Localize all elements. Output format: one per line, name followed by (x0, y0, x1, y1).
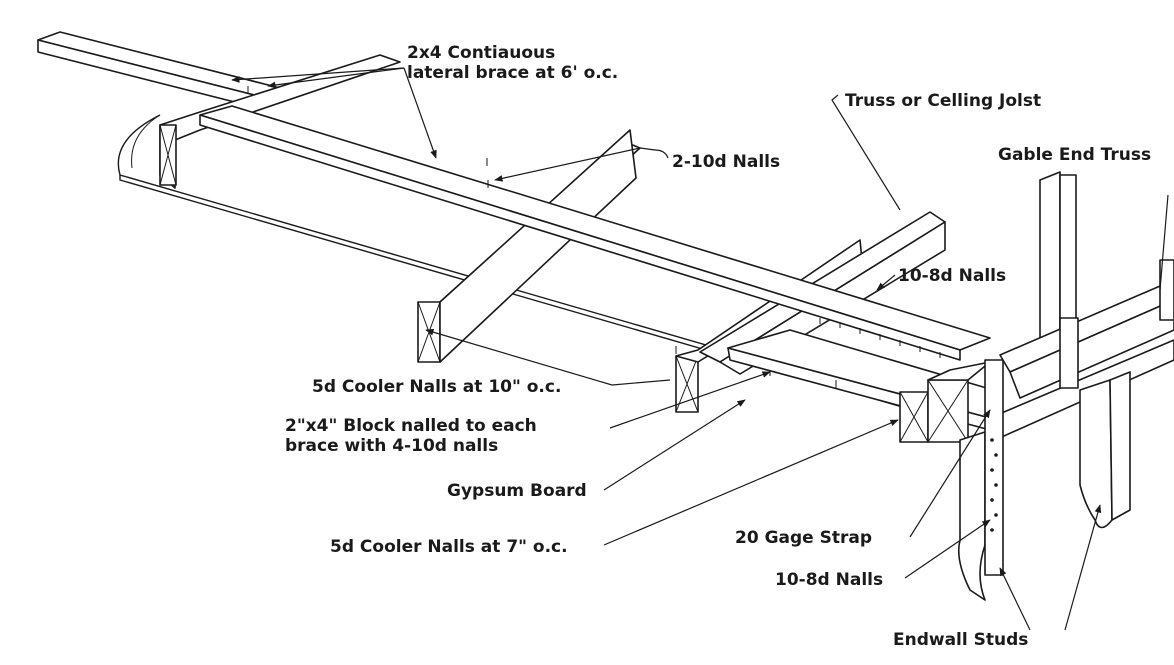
label-block-line1: 2"x4" Block nalled to each (285, 416, 537, 436)
label-gypsum-board: Gypsum Board (447, 481, 587, 501)
main-lateral-brace-shape (199, 105, 991, 361)
label-ten-8d-nails-bottom: 10-8d Nalls (775, 570, 883, 590)
label-cooler-nails-10: 5d Cooler Nalls at 10" o.c. (312, 377, 561, 397)
label-gable-end-truss: Gable End Truss (998, 145, 1151, 165)
gable-end-truss-shape (984, 171, 1174, 441)
gage-strap-shape (984, 359, 1004, 576)
label-truss-or-ceiling-joist: Truss or Celling Jolst (845, 91, 1041, 111)
label-endwall-studs: Endwall Studs (893, 630, 1028, 650)
upper-left-brace-shape (37, 31, 281, 109)
label-ten-8d-nails-top: 10-8d Nalls (898, 266, 1006, 286)
label-lateral-brace-line1: 2x4 Contiauous (407, 43, 555, 63)
joist-3-shape (675, 239, 863, 413)
gypsum-board-shape (117, 114, 931, 416)
leader-lines (231, 67, 1169, 631)
label-cooler-nails-7: 5d Cooler Nalls at 7" o.c. (330, 537, 568, 557)
label-block-line2: brace with 4-10d nalls (285, 436, 498, 456)
joist-2-shape (417, 129, 641, 363)
label-lateral-brace-line2: lateral brace at 6' o.c. (407, 63, 618, 83)
end-block-shape (899, 361, 991, 443)
endwall-studs-shape (957, 371, 1131, 601)
nail-marks (247, 86, 941, 406)
label-two-10d-nails: 2-10d Nalls (672, 152, 780, 172)
label-gage-strap: 20 Gage Strap (735, 528, 872, 548)
